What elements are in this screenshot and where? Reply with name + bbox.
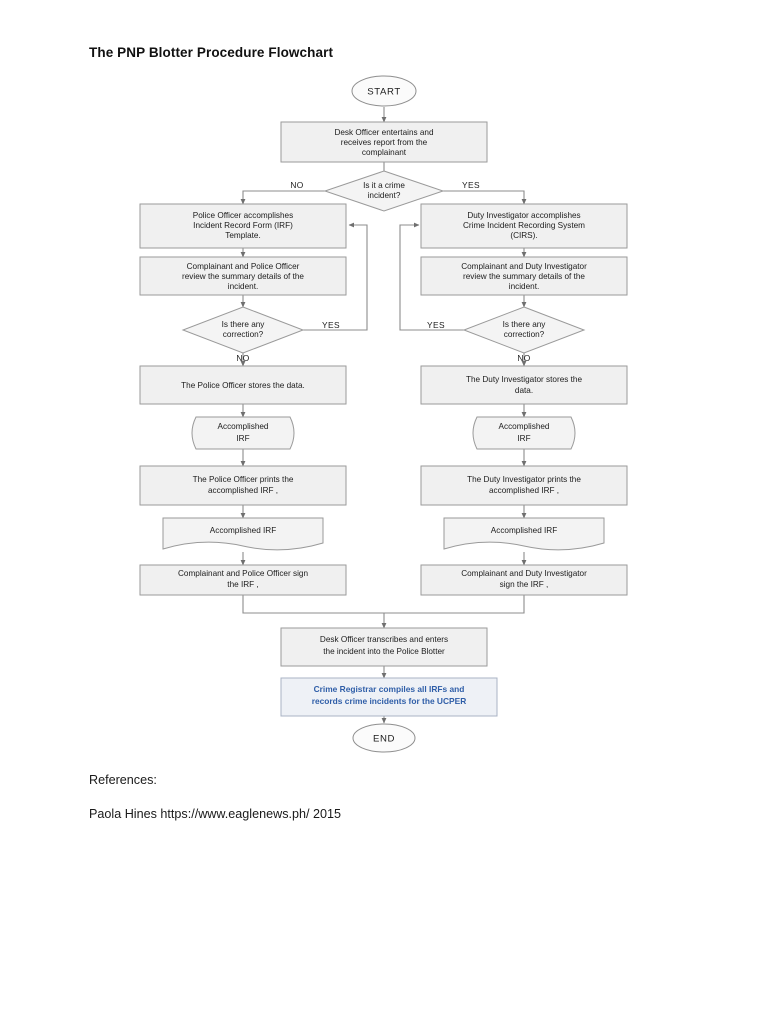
node-print-left-line2: accomplished IRF , [208,486,278,495]
node-desk-officer-receives-line1: Desk Officer entertains and [334,128,434,137]
node-sign-left-line1: Complainant and Police Officer sign [178,569,308,578]
node-review-right-line3: incident. [509,282,540,291]
node-crime-decision-line1: Is it a crime [363,181,405,190]
references-heading: References: [89,773,157,787]
node-doc-irf-left-line2: IRF [236,434,249,443]
node-sign-left-line2: the IRF , [227,580,258,589]
node-doc-irf-right[interactable]: Accomplished IRF [472,416,576,450]
node-review-left-line1: Complainant and Police Officer [187,262,300,271]
node-crime-decision-line2: incident? [368,191,401,200]
node-desk-officer-receives[interactable]: Desk Officer entertains and receives rep… [280,121,488,163]
node-police-officer-irf[interactable]: Police Officer accomplishes Incident Rec… [139,203,347,249]
edge-decision-no [240,190,325,205]
node-doc-printed-right[interactable]: Accomplished IRF [443,517,605,551]
page-title: The PNP Blotter Procedure Flowchart [89,45,334,60]
node-start-label: START [367,87,401,98]
node-crime-registrar-line2: records crime incidents for the UCPER [312,696,467,706]
node-correction-right-line2: correction? [504,330,545,339]
node-print-right-line2: accomplished IRF , [489,486,559,495]
node-review-right-line2: review the summary details of the [463,272,585,281]
node-store-right-line1: The Duty Investigator stores the [466,375,582,384]
node-print-right[interactable]: The Duty Investigator prints the accompl… [420,465,628,506]
node-correction-right[interactable]: Is there any correction? [462,306,586,354]
node-doc-printed-left[interactable]: Accomplished IRF [162,517,324,551]
node-sign-left[interactable]: Complainant and Police Officer sign the … [139,564,347,596]
node-review-left-line3: incident. [228,282,259,291]
node-print-left[interactable]: The Police Officer prints the accomplish… [139,465,347,506]
edge-label-decision-no: NO [290,180,303,190]
flow-edges [240,107,527,724]
node-review-right[interactable]: Complainant and Duty Investigator review… [420,256,628,296]
node-desk-officer-receives-line3: complainant [362,148,407,157]
node-doc-irf-left[interactable]: Accomplished IRF [191,416,295,450]
node-transcribe-line1: Desk Officer transcribes and enters [320,635,448,644]
node-print-left-line1: The Police Officer prints the [193,475,294,484]
node-store-right[interactable]: The Duty Investigator stores the data. [420,365,628,405]
node-duty-investigator-cirs-line3: (CIRS). [510,231,537,240]
node-police-officer-irf-line1: Police Officer accomplishes [193,211,293,220]
node-police-officer-irf-line2: Incident Record Form (IRF) [193,221,293,230]
edge-label-correction-right-no: NO [517,353,530,363]
node-crime-decision[interactable]: Is it a crime incident? [323,170,445,212]
node-correction-left[interactable]: Is there any correction? [181,306,305,354]
edge-label-correction-right-yes: YES [427,320,445,330]
edge-label-correction-left-yes: YES [322,320,340,330]
node-doc-printed-right-line1: Accomplished IRF [491,526,557,535]
node-correction-left-line2: correction? [223,330,264,339]
edge-decision-yes [443,190,527,205]
node-duty-investigator-cirs-line1: Duty Investigator accomplishes [467,211,580,220]
node-transcribe-line2: the incident into the Police Blotter [323,647,445,656]
edge-label-correction-left-no: NO [236,353,249,363]
node-correction-right-line1: Is there any [503,320,547,329]
node-review-left-line2: review the summary details of the [182,272,304,281]
node-store-left-line1: The Police Officer stores the data. [181,381,305,390]
node-crime-registrar[interactable]: Crime Registrar compiles all IRFs and re… [280,677,498,717]
node-duty-investigator-cirs[interactable]: Duty Investigator accomplishes Crime Inc… [420,203,628,249]
node-doc-irf-right-line1: Accomplished [499,422,550,431]
node-start[interactable]: START [351,75,417,107]
node-doc-printed-left-line1: Accomplished IRF [210,526,276,535]
node-sign-right-line2: sign the IRF , [500,580,549,589]
node-store-left[interactable]: The Police Officer stores the data. [139,365,347,405]
node-sign-right-line1: Complainant and Duty Investigator [461,569,587,578]
node-doc-irf-right-line2: IRF [517,434,530,443]
node-transcribe[interactable]: Desk Officer transcribes and enters the … [280,627,488,667]
node-duty-investigator-cirs-line2: Crime Incident Recording System [463,221,585,230]
node-end[interactable]: END [352,723,416,753]
node-print-right-line1: The Duty Investigator prints the [467,475,581,484]
references-section: References: Paola Hines https://www.eagl… [89,772,649,841]
node-review-right-line1: Complainant and Duty Investigator [461,262,587,271]
edge-right-correction-yes-loop [399,222,501,331]
edge-label-decision-yes: YES [462,180,480,190]
node-desk-officer-receives-line2: receives report from the [341,138,428,147]
node-review-left[interactable]: Complainant and Police Officer review th… [139,256,347,296]
flowchart-container: START Desk Officer entertains and receiv… [0,68,768,758]
node-doc-irf-left-line1: Accomplished [218,422,269,431]
node-police-officer-irf-line3: Template. [225,231,261,240]
node-store-right-line2: data. [515,386,533,395]
node-sign-right[interactable]: Complainant and Duty Investigator sign t… [420,564,628,596]
node-correction-left-line1: Is there any [222,320,266,329]
edge-left-correction-yes-loop [266,222,368,331]
references-entry: Paola Hines https://www.eaglenews.ph/ 20… [89,807,342,822]
edge-merge-bar [242,595,525,614]
node-end-label: END [373,734,395,745]
node-crime-registrar-line1: Crime Registrar compiles all IRFs and [314,684,465,694]
flowchart-svg: START Desk Officer entertains and receiv… [139,75,628,753]
